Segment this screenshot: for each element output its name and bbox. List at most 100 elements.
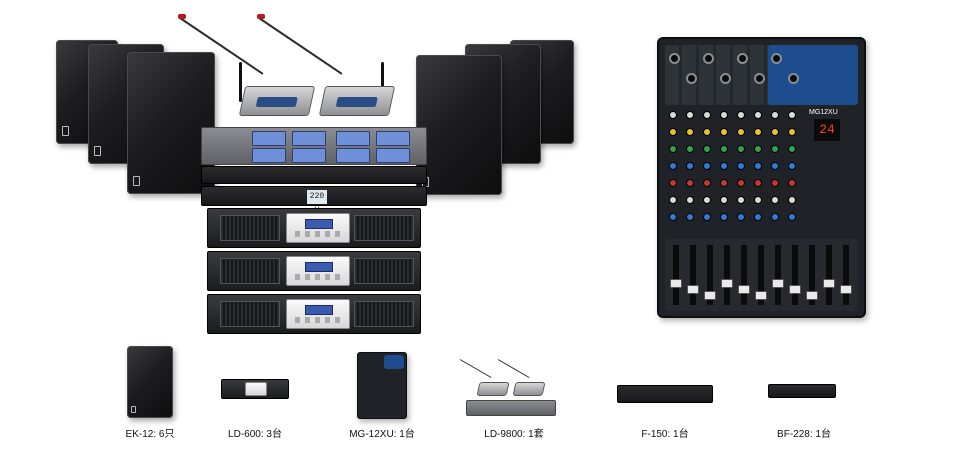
mixer-knob-icon bbox=[669, 196, 677, 204]
amp-grille bbox=[220, 258, 280, 284]
caption-f150: F-150: 1台 bbox=[641, 429, 689, 440]
caption-ek12: EK-12: 6只 bbox=[125, 429, 175, 440]
mixer-knob-icon bbox=[720, 145, 728, 153]
mixer-stereo-section bbox=[384, 355, 404, 369]
gooseneck bbox=[459, 359, 492, 378]
fader-cap-icon bbox=[823, 279, 835, 288]
mixer-knob-icon bbox=[788, 196, 796, 204]
mixer-knob-icon bbox=[703, 145, 711, 153]
mixer-knob-icon bbox=[771, 179, 779, 187]
xlr-jack-icon bbox=[720, 73, 731, 84]
xlr-jack-icon bbox=[686, 73, 697, 84]
receiver-screen bbox=[252, 148, 286, 163]
mixer-knob-icon bbox=[686, 179, 694, 187]
mixer-knob-icon bbox=[737, 213, 745, 221]
mixer-knob-icon bbox=[754, 145, 762, 153]
mixer-knob-icon bbox=[737, 196, 745, 204]
amp-lcd bbox=[305, 262, 333, 272]
mixer-knob-icon bbox=[788, 128, 796, 136]
mixer-knob-icon bbox=[754, 179, 762, 187]
fader-track bbox=[758, 245, 764, 305]
mixer-knob-icon bbox=[703, 213, 711, 221]
receiver-screen bbox=[376, 131, 410, 146]
mixer-knob-icon bbox=[771, 196, 779, 204]
thumb-conference-mic bbox=[512, 382, 546, 396]
amp-grille bbox=[220, 215, 280, 241]
receiver-screen bbox=[336, 148, 370, 163]
fader-track bbox=[707, 245, 713, 305]
mixer-knob-icon bbox=[754, 111, 762, 119]
mixer-knob-icon bbox=[720, 196, 728, 204]
fader-track bbox=[724, 245, 730, 305]
fader-track bbox=[775, 245, 781, 305]
xlr-jack-icon bbox=[771, 53, 782, 64]
mixer-knob-icon bbox=[788, 162, 796, 170]
xlr-jack-icon bbox=[754, 73, 765, 84]
speaker-left-front bbox=[127, 52, 215, 194]
receiver-screen bbox=[292, 131, 326, 146]
mixer-knob-icon bbox=[788, 111, 796, 119]
fader-track bbox=[792, 245, 798, 305]
mixer-knob-icon bbox=[720, 162, 728, 170]
receiver-screen bbox=[336, 131, 370, 146]
mixer-effect-display: 24 bbox=[814, 119, 840, 141]
mixer-knob-icon bbox=[703, 196, 711, 204]
mixer-knob-icon bbox=[788, 213, 796, 221]
mixer-knob-icon bbox=[669, 128, 677, 136]
mixer-knob-icon bbox=[669, 145, 677, 153]
thumb-ld600-amplifier bbox=[221, 379, 289, 399]
power-amplifier-1 bbox=[207, 208, 421, 248]
voltage-display: 220 V bbox=[307, 190, 327, 215]
amp-grille bbox=[354, 301, 414, 327]
amp-front-panel bbox=[286, 299, 350, 329]
mixer-knob-icon bbox=[703, 179, 711, 187]
feedback-suppressor bbox=[201, 166, 427, 184]
mixer-knob-icon bbox=[771, 128, 779, 136]
fader-cap-icon bbox=[806, 291, 818, 300]
mixer-knob-icon bbox=[720, 111, 728, 119]
power-sequencer: 220 V bbox=[201, 186, 427, 215]
antenna-icon bbox=[381, 62, 384, 102]
mixer-knob-icon bbox=[788, 179, 796, 187]
conference-mic-base-right bbox=[318, 86, 396, 116]
mixer-knob-icon bbox=[737, 128, 745, 136]
fader-track bbox=[741, 245, 747, 305]
fader-track bbox=[690, 245, 696, 305]
receiver-screen bbox=[376, 148, 410, 163]
fader-cap-icon bbox=[670, 279, 682, 288]
mixer-knob-icon bbox=[771, 111, 779, 119]
fader-track bbox=[673, 245, 679, 305]
mixer-knob-icon bbox=[788, 145, 796, 153]
speaker-logo-icon bbox=[131, 406, 136, 413]
mixer-knob-icon bbox=[737, 111, 745, 119]
mixer-knob-icon bbox=[669, 162, 677, 170]
conference-mic-base-left bbox=[238, 86, 316, 116]
power-amplifier-2 bbox=[207, 251, 421, 291]
mixer-knob-icon bbox=[754, 196, 762, 204]
amp-front-panel bbox=[286, 213, 350, 243]
amp-front-panel bbox=[245, 382, 267, 396]
mixer-knob-icon bbox=[771, 213, 779, 221]
thumb-f150-device bbox=[617, 385, 713, 403]
xlr-jack-icon bbox=[737, 53, 748, 64]
mixer-knob-icon bbox=[754, 128, 762, 136]
mixer-knob-icon bbox=[669, 111, 677, 119]
mixing-console: MG12XU 24 bbox=[657, 37, 866, 318]
amp-knobs bbox=[295, 274, 341, 280]
xlr-jack-icon bbox=[669, 53, 680, 64]
mixer-model-label: MG12XU bbox=[809, 109, 838, 116]
amp-knobs bbox=[295, 317, 341, 323]
amp-grille bbox=[354, 215, 414, 241]
fader-cap-icon bbox=[755, 291, 767, 300]
gooseneck bbox=[258, 17, 343, 75]
thumb-ek12-speaker bbox=[127, 346, 173, 418]
speaker-logo-icon bbox=[62, 126, 69, 136]
amp-lcd bbox=[305, 305, 333, 315]
caption-mg12xu: MG-12XU: 1台 bbox=[349, 429, 415, 440]
amp-grille bbox=[354, 258, 414, 284]
speaker-logo-icon bbox=[133, 176, 140, 186]
power-amplifier-3 bbox=[207, 294, 421, 334]
mixer-knob-icon bbox=[703, 128, 711, 136]
mixer-knob-icon bbox=[720, 128, 728, 136]
